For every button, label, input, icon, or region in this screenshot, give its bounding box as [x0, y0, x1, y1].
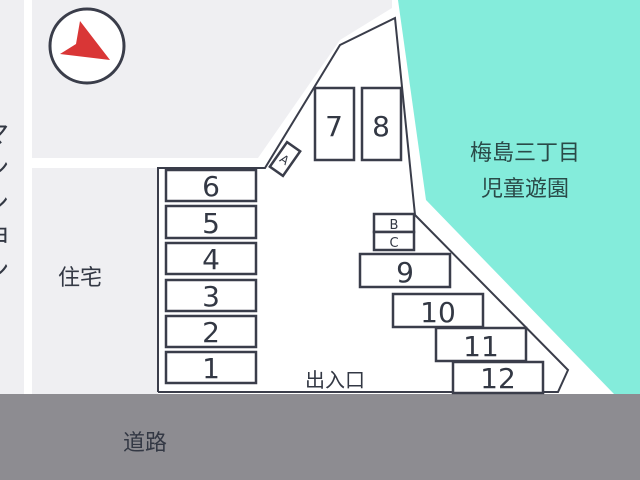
road [0, 394, 640, 480]
north-arrow-icon [60, 21, 110, 60]
stall-8[interactable] [360, 86, 403, 162]
stall-11-label: 11 [463, 330, 499, 363]
stall-9-label: 9 [396, 256, 414, 289]
stall-6[interactable] [164, 168, 258, 203]
stall-5[interactable] [164, 204, 258, 240]
left-building [0, 0, 24, 394]
stall-4[interactable] [164, 241, 258, 276]
stall-12[interactable] [451, 360, 545, 395]
stall-9[interactable] [358, 252, 452, 289]
stall-1-label: 1 [202, 352, 220, 385]
stall-b-label: B [390, 218, 399, 233]
entrance-label: 出入口 [305, 368, 365, 392]
park-name-line2: 児童遊園 [481, 177, 569, 202]
road-label: 道路 [123, 431, 167, 456]
stall-5-label: 5 [202, 207, 220, 240]
stall-2[interactable] [164, 314, 258, 349]
stall-3[interactable] [164, 278, 258, 313]
stall-10-label: 10 [420, 296, 456, 329]
house-label: 住宅 [58, 266, 102, 291]
stall-1[interactable] [164, 350, 258, 385]
park-name-line1: 梅島三丁目 [470, 141, 580, 166]
lot-boundary [157, 16, 570, 393]
stall-7-label: 7 [325, 110, 343, 143]
stall-11[interactable] [434, 326, 528, 363]
stall-10[interactable] [391, 292, 485, 329]
stall-8-label: 8 [372, 110, 390, 143]
stall-7[interactable] [313, 86, 356, 162]
stall-2-label: 2 [202, 316, 220, 349]
compass [48, 7, 126, 85]
stall-12-label: 12 [480, 362, 516, 395]
stall-3-label: 3 [202, 280, 220, 313]
house-area [32, 168, 158, 394]
stall-4-label: 4 [202, 243, 220, 276]
stall-c[interactable] [372, 230, 416, 252]
stall-6-label: 6 [202, 170, 220, 203]
stall-c-label: C [389, 236, 398, 251]
stall-a[interactable] [268, 140, 302, 178]
park-area [398, 0, 640, 394]
left-building-label: マンション [0, 120, 9, 290]
